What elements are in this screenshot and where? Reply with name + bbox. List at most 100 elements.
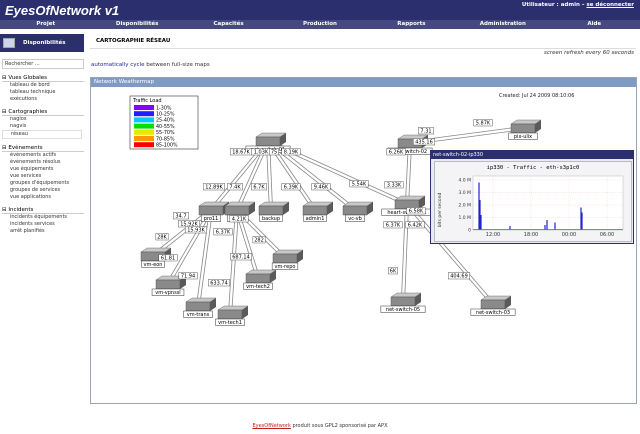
graph-xtick: 18:00 — [524, 232, 538, 238]
sidebar-item-evenements-resolus[interactable]: évènements résolus — [10, 159, 61, 165]
link-value-box — [229, 215, 249, 223]
legend-label: 1-30% — [156, 105, 172, 111]
graph-ylabel: bits per second — [437, 193, 443, 228]
link-value: 12.89K — [205, 185, 223, 191]
traffic-graph-canvas: ip330 - Traffic - eth-s3p1c0 bits per sec… — [437, 165, 624, 238]
sidebar-item-vue-services[interactable]: vue services — [10, 173, 42, 179]
sidebar-item-tableau-technique[interactable]: tableau technique — [10, 89, 56, 95]
sidebar-item-vue-applications[interactable]: vue applications — [10, 194, 51, 200]
graph-ytick: 1.0 M — [459, 215, 472, 221]
nav-disponibilites[interactable]: Disponibilités — [115, 21, 159, 27]
node-front — [302, 205, 328, 216]
legend-swatch — [134, 105, 154, 110]
link-arrow-fill — [228, 209, 239, 315]
node-label: net-switch-05 — [386, 307, 420, 313]
sidebar-item-incidents-equipements[interactable]: incidents équipements — [10, 214, 68, 220]
sidebar-item-reseau[interactable]: réseau — [2, 130, 82, 139]
node-label: vm-repo — [275, 264, 296, 270]
nav-administration[interactable]: Administration — [479, 21, 526, 27]
sidebar-header: Disponibilités — [0, 34, 84, 52]
app-header: EyesOfNetwork v1 Utilisateur : admin – s… — [0, 0, 640, 20]
node-side — [535, 120, 541, 133]
link-value: 34.7 — [175, 214, 186, 220]
link-value-box — [202, 183, 225, 191]
nav-production[interactable]: Production — [303, 21, 337, 27]
node-label-box — [470, 308, 516, 316]
link-value: 15.93K — [187, 228, 205, 234]
sidebar-group-title[interactable]: ⊟ Evènements — [2, 145, 84, 152]
sidebar-item-nagvis[interactable]: nagvis — [10, 123, 27, 129]
user-label: Utilisateur : — [521, 2, 559, 8]
network-node: vm-vpnssl — [151, 275, 187, 296]
link-value-box — [384, 181, 404, 189]
node-label: net-switch-02 — [393, 149, 427, 155]
node-label-box — [215, 318, 245, 326]
sidebar-item-groupes-equipements[interactable]: groupes d'équipements — [10, 180, 70, 186]
link-value: 8.19K — [284, 150, 299, 156]
graph-ytick: 2.0 M — [459, 203, 472, 209]
link-value: 6K — [390, 269, 397, 275]
cycle-line: automatically cycle between full-size ma… — [91, 62, 210, 68]
node-side — [367, 202, 373, 215]
node-side — [180, 276, 186, 289]
link-value: 71.94 — [181, 274, 195, 280]
sidebar-item-vue-equipements[interactable]: vue équipements — [10, 166, 54, 172]
link-arrow-fill — [166, 209, 213, 285]
nav-projet[interactable]: Projet — [36, 21, 56, 27]
link-value: 4.21K — [232, 217, 247, 223]
nav-aide[interactable]: Aide — [587, 21, 602, 27]
link-value-box — [413, 138, 436, 146]
legend-label: 55-70% — [156, 130, 175, 136]
traffic-popup[interactable]: net-switch-02-ip330 ip330 - Traffic - et… — [430, 150, 634, 244]
node-label: backup — [262, 216, 280, 222]
sidebar-item-nagios[interactable]: nagios — [10, 116, 27, 122]
cycle-link[interactable]: automatically cycle — [91, 62, 145, 68]
user-info: Utilisateur : admin – se déconnecter — [521, 2, 634, 8]
link-value-box — [173, 212, 189, 220]
link-value-box — [184, 226, 207, 234]
graph-title: ip330 - Traffic - eth-s3p1c0 — [487, 165, 580, 171]
link-value-box — [229, 253, 252, 261]
link-value: 3.33K — [387, 183, 402, 189]
sidebar-item-tableau-de-bord[interactable]: tableau de bord — [10, 82, 50, 88]
node-front — [480, 299, 506, 310]
link-value-box — [251, 183, 267, 191]
footer-link[interactable]: EyesOfNetwork — [252, 423, 291, 429]
traffic-legend: Traffic Load1-30%10-25%25-40%40-55%55-70… — [129, 95, 199, 150]
sidebar-group-title[interactable]: ⊟ Vues Globales — [2, 75, 84, 82]
link-value-box — [281, 183, 301, 191]
sidebar-header-label: Disponibilités — [23, 40, 66, 46]
node-front — [217, 309, 243, 320]
sidebar-item-incidents-services[interactable]: incidents services — [10, 221, 55, 227]
legend-label: 70-85% — [156, 136, 175, 142]
node-label: pro11 — [204, 216, 219, 222]
node-side — [249, 202, 255, 215]
node-label: net-switch-03 — [476, 310, 510, 316]
sidebar-group-title[interactable]: ⊟ Incidents — [2, 207, 84, 214]
sidebar-item-executions[interactable]: exécutions — [10, 96, 37, 102]
nav-capacites[interactable]: Capacités — [213, 21, 244, 27]
sidebar-item-arret-planifies[interactable]: arrêt planifiés — [10, 228, 45, 234]
link-value-box — [349, 180, 369, 188]
search-input[interactable]: Rechercher ... — [2, 59, 84, 69]
sidebar-item-evenements-actifs[interactable]: évènements actifs — [10, 152, 57, 158]
link-value: 687.14 — [232, 255, 250, 261]
sidebar-group-title[interactable]: ⊟ Cartographies — [2, 109, 84, 116]
weathermap-title: Network Weathermap — [91, 78, 636, 87]
node-side — [327, 202, 333, 215]
node-side — [415, 293, 421, 306]
nav-rapports[interactable]: Rapports — [397, 21, 426, 27]
link-value: 28K — [157, 235, 167, 241]
sidebar-group-cartographies: ⊟ Cartographies nagios nagvis réseau — [0, 109, 84, 139]
logout-link[interactable]: se déconnecter — [586, 2, 634, 8]
node-front — [185, 301, 211, 312]
sidebar-group-incidents: ⊟ Incidents incidents équipements incide… — [0, 207, 84, 235]
footer-text: produit sous GPL2 sponsorisé par APX — [292, 423, 388, 429]
node-side — [270, 270, 276, 283]
link-value-box — [269, 148, 279, 156]
sidebar-item-groupes-services[interactable]: groupes de services — [10, 187, 61, 193]
node-label: pix-ulix — [514, 134, 532, 140]
network-node: pix-ulix — [508, 119, 542, 140]
